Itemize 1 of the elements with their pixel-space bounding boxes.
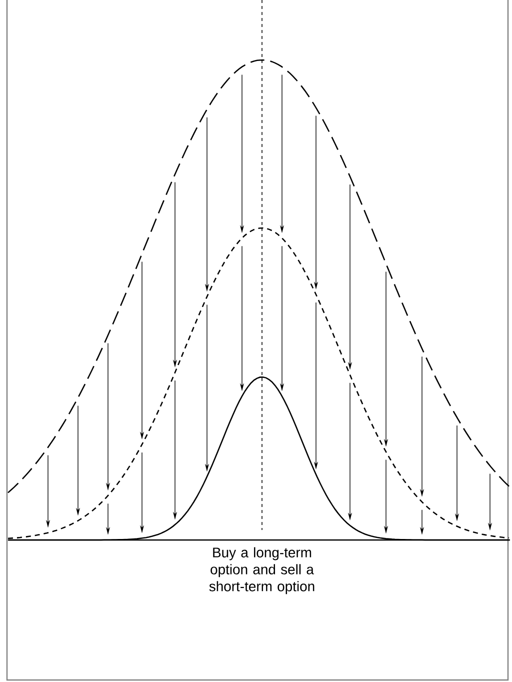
caption-text: Buy a long-term option and sell a short-term option [202,546,322,596]
